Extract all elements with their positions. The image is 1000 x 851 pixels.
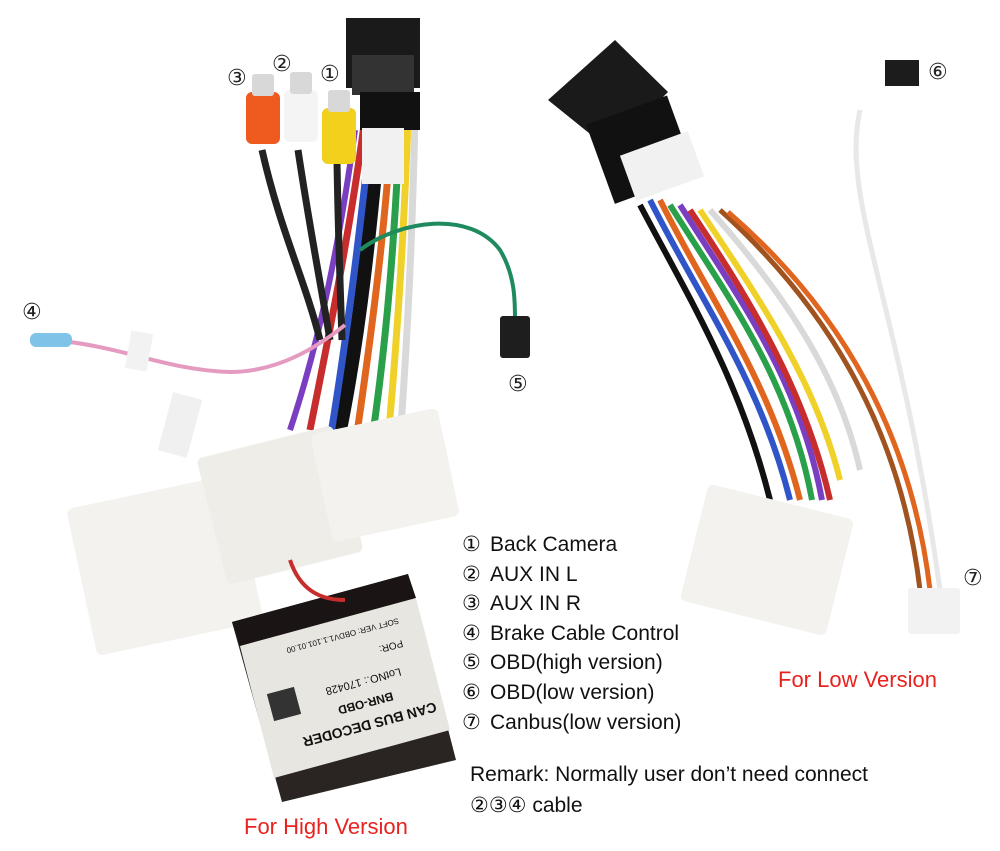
marker-6: ⑥ [928, 60, 948, 85]
remark-nums: ②③④ [470, 793, 527, 817]
marker-7: ⑦ [963, 566, 983, 591]
marker-1: ① [320, 62, 340, 87]
marker-4: ④ [22, 300, 42, 325]
marker-5: ⑤ [508, 372, 528, 397]
caption-low-version: For Low Version [778, 667, 937, 692]
remark-line-1: Remark: Normally user don’t need connect [470, 763, 869, 786]
marker-3: ③ [227, 66, 247, 91]
low-version-harness [548, 40, 960, 636]
high-version-harness: CAN BUS DECODER BNR-OBD LotNO.: 170428 P… [30, 18, 530, 802]
remark-note: Remark: Normally user don’t need connect… [470, 760, 868, 821]
marker-2: ② [272, 52, 292, 77]
remark-line-2: ②③④ cable [470, 793, 583, 817]
decoder-box: CAN BUS DECODER BNR-OBD LotNO.: 170428 P… [232, 574, 456, 802]
caption-high-version: For High Version [244, 814, 408, 839]
